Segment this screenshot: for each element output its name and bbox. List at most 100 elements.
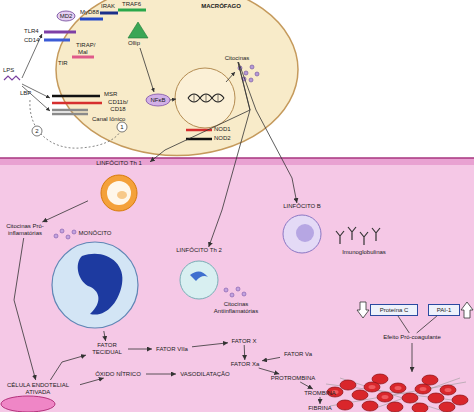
nucleus: [175, 68, 235, 128]
factor-label: FIBRINA: [302, 404, 338, 412]
part-label: IRAK: [101, 3, 115, 10]
part-label: TLR4: [24, 28, 39, 35]
lymphocyte-cell: LINFÓCITO Th 2: [168, 247, 230, 301]
part-label: Mal: [78, 49, 88, 56]
node-text: Efeito Pró-coagulante: [376, 333, 448, 341]
dna-helix: [188, 94, 224, 102]
cytokine-label: Citocinas Antiinflamatórias: [206, 300, 266, 316]
callout-circle: [32, 126, 42, 136]
tollip-triangle: [128, 22, 148, 38]
macrophage-cell: MACRÓFAGONFκBCitocinas: [55, 0, 299, 157]
cd11b-bar: [52, 102, 102, 105]
dashed-pathway: [30, 100, 120, 148]
nod1-bar: [186, 129, 212, 132]
protein-box: Proteína C: [370, 304, 418, 316]
flow-arrow: [262, 357, 280, 360]
decrease-arrow: [357, 302, 369, 318]
immunoglobulin-symbols: [336, 227, 380, 245]
node-text: FATOR X: [228, 337, 260, 345]
node-text: PROTROMBINA: [268, 374, 318, 382]
receptor-md2: [57, 11, 75, 21]
part-label: TIR: [58, 60, 68, 67]
node-text: VASODILATAÇÃO: [176, 370, 234, 378]
node-text: FATOR Va: [280, 350, 316, 358]
part-label: CD11b/ CD18: [106, 99, 130, 113]
node-text: Imunoglobulinas: [338, 248, 390, 256]
blood-vessel: [0, 158, 474, 412]
ion-channel-bar: [52, 109, 88, 112]
lymphocyte-cell-shape: [88, 160, 150, 213]
antibody-label: Imunoglobulinas: [338, 248, 390, 256]
flow-arrow: [300, 382, 313, 389]
lymphocyte-cell-shape: [168, 247, 230, 301]
flow-arrow: [239, 62, 297, 203]
node-text: MONÓCITO: [48, 230, 142, 237]
node-text: LINFÓCITO Th 2: [168, 247, 230, 254]
node-text: Citocinas Antiinflamatórias: [206, 300, 266, 316]
part-label: MD2: [57, 13, 75, 20]
callout-circle: [117, 122, 127, 132]
adapter-bar: [80, 18, 103, 21]
part-label: Canal Iônico: [92, 116, 125, 123]
signal-arrow: [170, 99, 176, 100]
flow-arrow: [417, 316, 437, 333]
node-text: FATOR VIIa: [152, 345, 192, 353]
effect-label: VASODILATAÇÃO: [176, 370, 234, 378]
flow-arrow: [146, 374, 176, 375]
flow-arrow: [150, 62, 250, 162]
part-label: TRAF6: [122, 1, 141, 8]
macrophage-cell-shape: [55, 0, 299, 157]
cytokine-label: Citocinas: [218, 54, 256, 62]
node-text: CÉLULA ENDOTELIAL ATIVADA: [2, 382, 74, 396]
vessel-wall: [0, 157, 474, 159]
node-text: FATOR Xa: [228, 360, 262, 368]
signal-arrow: [226, 72, 235, 82]
msr-bar: [52, 95, 100, 98]
factor-label: FATOR TECIDUAL: [86, 341, 128, 357]
nod2-bar: [186, 138, 212, 141]
factor-label: PROTROMBINA: [268, 374, 318, 382]
lymphocyte-cell: LINFÓCITO B: [272, 203, 332, 255]
part-label: Ollip: [128, 40, 140, 47]
part-label: MSR: [104, 91, 117, 98]
flow-arrow: [128, 349, 152, 350]
factor-label: FATOR Xa: [228, 360, 262, 368]
monocyte-cell: MONÓCITO: [48, 230, 142, 331]
node-text: LINFÓCITO Th 1: [88, 160, 150, 167]
part-label: TIRAP/: [76, 42, 95, 49]
monocyte-cell-shape: [48, 230, 142, 331]
flow-arrow: [14, 238, 36, 380]
flow-arrow: [244, 345, 246, 360]
factor-label: TROMBINA: [300, 389, 340, 397]
node-text: ÓXIDO NÍTRICO: [90, 370, 146, 378]
cytokine-label: Citocinas Pró-inflamatórias: [0, 222, 50, 238]
part-label: LBP: [20, 90, 31, 97]
node-text: Citocinas Pró-inflamatórias: [0, 222, 50, 238]
effect-label: Efeito Pró-coagulante: [376, 333, 448, 341]
part-label: LPS: [3, 67, 14, 74]
flow-arrow: [259, 368, 280, 374]
increase-arrow: [461, 302, 473, 318]
cd14-bar: [44, 39, 70, 42]
protein-box: PAI-1: [428, 304, 460, 316]
flow-arrow: [80, 378, 104, 385]
lymphocyte-cell: LINFÓCITO Th 1: [88, 160, 150, 213]
endothelium-edge: [0, 158, 474, 165]
lps-arrows: [22, 34, 50, 111]
node-text: FATOR TECIDUAL: [86, 341, 128, 357]
signal-arrow: [140, 48, 154, 92]
flow-arrow: [192, 343, 228, 347]
node-text: NFκB: [146, 94, 170, 106]
blood-clot: [326, 374, 468, 412]
part-label: NOD1: [214, 126, 231, 133]
flow-arrow: [320, 397, 321, 404]
mediator-label: ÓXIDO NÍTRICO: [90, 370, 146, 378]
node-text: Proteína C: [371, 305, 417, 315]
endothelial-cell: CÉLULA ENDOTELIAL ATIVADA: [0, 380, 80, 412]
node-text: LINFÓCITO B: [272, 203, 332, 210]
effect-arrow: [412, 343, 413, 372]
traf6-bar: [118, 9, 146, 12]
